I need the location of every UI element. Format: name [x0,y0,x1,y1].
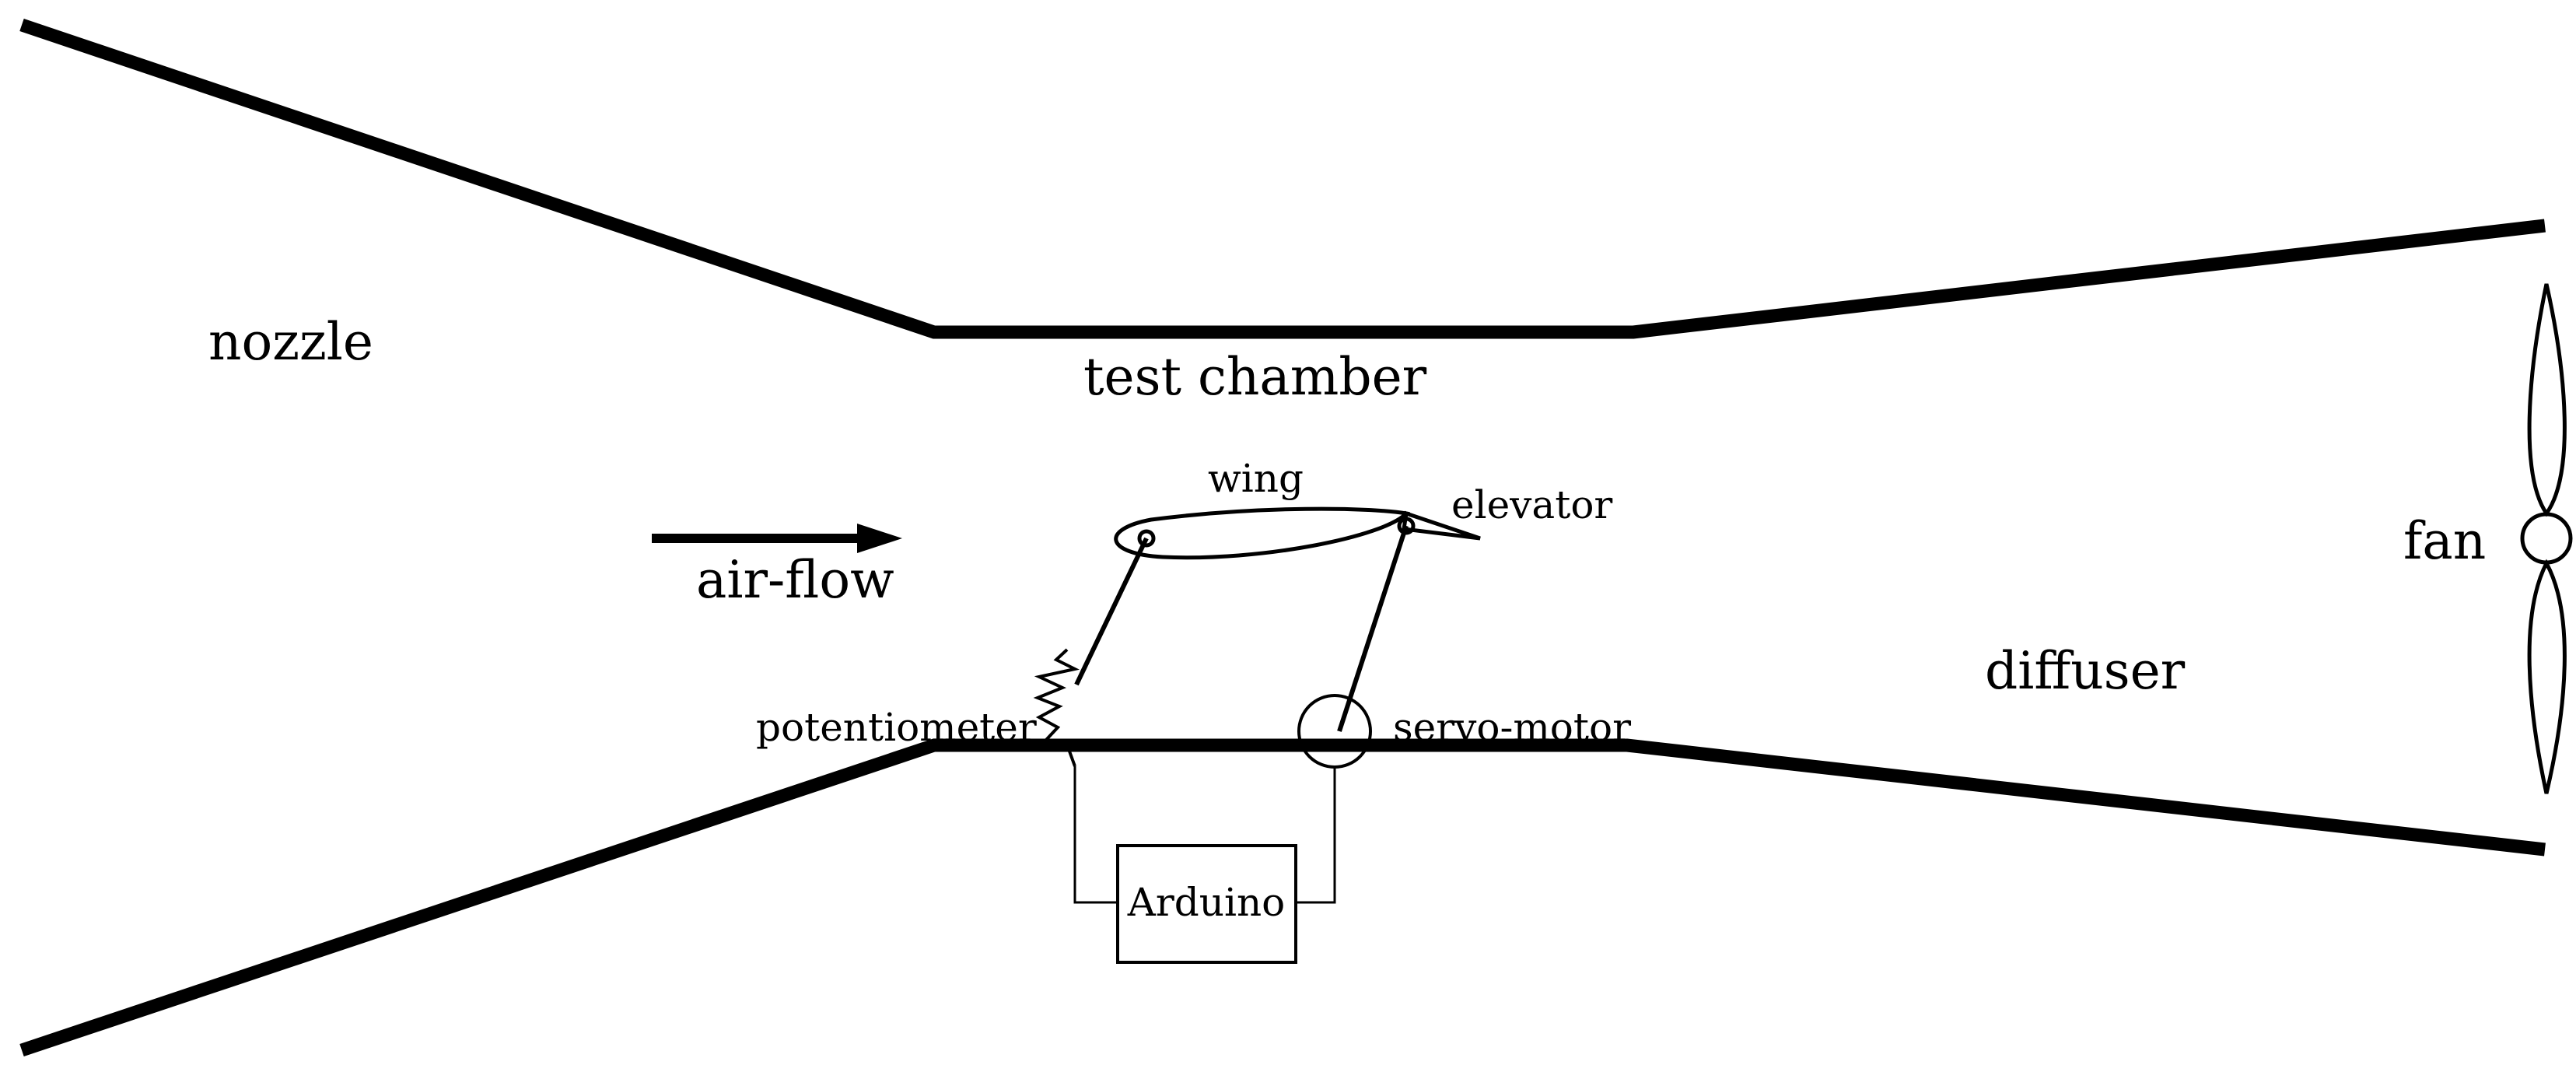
wing-pivot [1137,529,1156,548]
elevator-surface [1402,510,1481,541]
wire-potentiometer [1073,766,1118,904]
elevator-label: elevator [1451,482,1612,527]
servo-motor-label: servo-motor [1393,705,1631,750]
wing-airfoil [1114,506,1411,560]
arduino-box [1116,844,1297,964]
fan-label: fan [2403,511,2486,571]
servo-motor-symbol [1297,694,1372,769]
test-chamber-label: test chamber [1083,347,1427,407]
lower-wall [19,738,2546,1057]
wing-label: wing [1208,456,1304,501]
arduino-label: Arduino [1127,880,1286,925]
diffuser-label: diffuser [1985,641,2186,701]
potentiometer-symbol [1033,648,1080,767]
tunnel-walls [19,18,2546,1057]
servo-linkage [1337,525,1409,732]
fan-icon [2520,283,2573,794]
wire-servo [1296,767,1336,904]
wing-linkage [1074,537,1149,686]
air-flow-label: air-flow [696,550,894,610]
air-flow-arrow [652,524,902,553]
nozzle-label: nozzle [208,312,373,372]
potentiometer-label: potentiometer [756,705,1037,750]
upper-wall [19,18,2546,339]
